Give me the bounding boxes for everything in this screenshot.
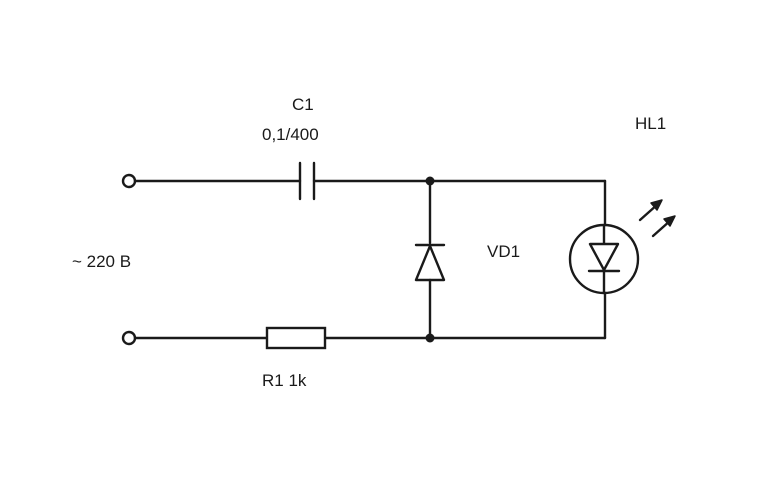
ac-source-label: ~ 220 B xyxy=(72,252,132,271)
diode-vd1 xyxy=(414,179,446,340)
capacitor-c1 xyxy=(298,161,316,201)
resistor-r1 xyxy=(265,326,327,350)
terminal-bottom xyxy=(121,330,137,346)
junction-dot-top xyxy=(425,176,435,186)
junction-dot-bottom xyxy=(425,333,435,343)
resistor-r1-label: R1 1k xyxy=(262,371,307,390)
led-hl1 xyxy=(568,179,640,340)
led-hl1-label: HL1 xyxy=(635,114,667,133)
capacitor-c1-name-label: C1 xyxy=(292,95,314,114)
light-emission-arrows-icon xyxy=(638,199,676,238)
diode-vd1-label: VD1 xyxy=(487,242,521,261)
capacitor-c1-value-label: 0,1/400 xyxy=(262,125,319,144)
terminal-top xyxy=(121,173,137,189)
